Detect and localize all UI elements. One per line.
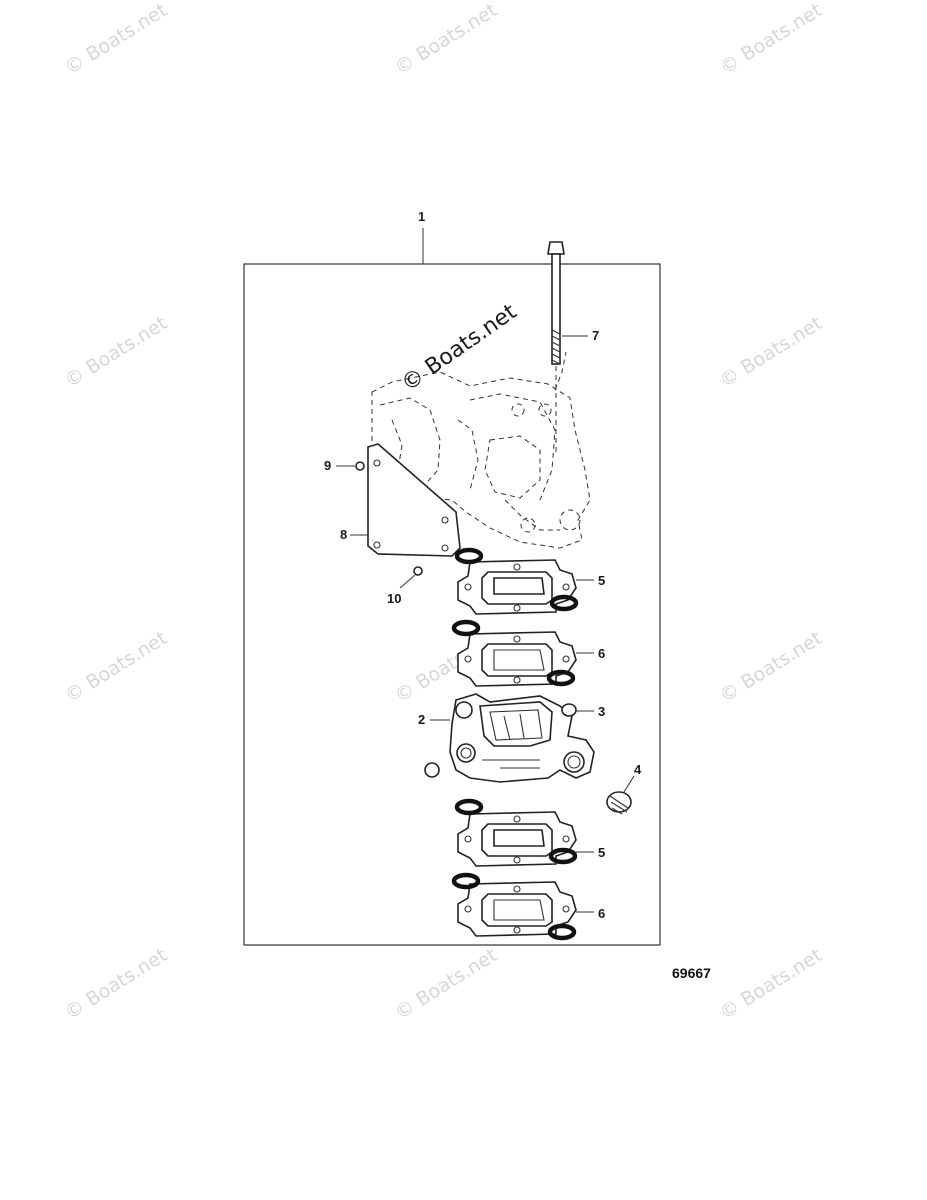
gasket-part-6-lower xyxy=(451,872,577,941)
figure-code: 69667 xyxy=(672,965,711,981)
callout-6-lower: 6 xyxy=(598,906,605,921)
callout-10: 10 xyxy=(387,591,401,606)
callout-3: 3 xyxy=(598,704,605,719)
leader-4 xyxy=(623,775,635,793)
screw-part-9 xyxy=(355,461,365,471)
gasket-part-5-upper xyxy=(454,547,579,615)
callout-1: 1 xyxy=(418,209,425,224)
plug-part-3 xyxy=(424,703,577,778)
watermark: © Boats.net xyxy=(716,944,826,1024)
callout-7: 7 xyxy=(592,328,599,343)
watermark: © Boats.net xyxy=(391,0,501,79)
watermark: © Boats.net xyxy=(61,0,171,79)
watermark: © Boats.net xyxy=(61,627,171,707)
watermark: © Boats.net xyxy=(391,944,501,1024)
callout-9: 9 xyxy=(324,458,331,473)
watermark: © Boats.net xyxy=(61,312,171,392)
watermark: © Boats.net xyxy=(716,0,826,79)
kit-frame xyxy=(243,263,661,946)
callout-2: 2 xyxy=(418,712,425,727)
callout-5-upper: 5 xyxy=(598,573,605,588)
screw-part-10 xyxy=(413,566,423,576)
gasket-part-5-lower xyxy=(454,798,578,867)
cover-plate-part-8 xyxy=(367,443,461,557)
gasket-part-6-upper xyxy=(451,619,577,687)
leader-10 xyxy=(399,574,416,589)
watermark: © Boats.net xyxy=(61,944,171,1024)
callout-8: 8 xyxy=(340,527,347,542)
bolt-part-7 xyxy=(547,241,565,455)
callout-6-upper: 6 xyxy=(598,646,605,661)
callout-5-lower: 5 xyxy=(598,845,605,860)
watermark-main: © Boats.net xyxy=(397,299,522,397)
riser-elbow-part-2 xyxy=(449,693,595,783)
fitting-part-4 xyxy=(606,791,632,815)
watermark: © Boats.net xyxy=(716,312,826,392)
watermark: © Boats.net xyxy=(716,627,826,707)
callout-4: 4 xyxy=(634,762,642,777)
